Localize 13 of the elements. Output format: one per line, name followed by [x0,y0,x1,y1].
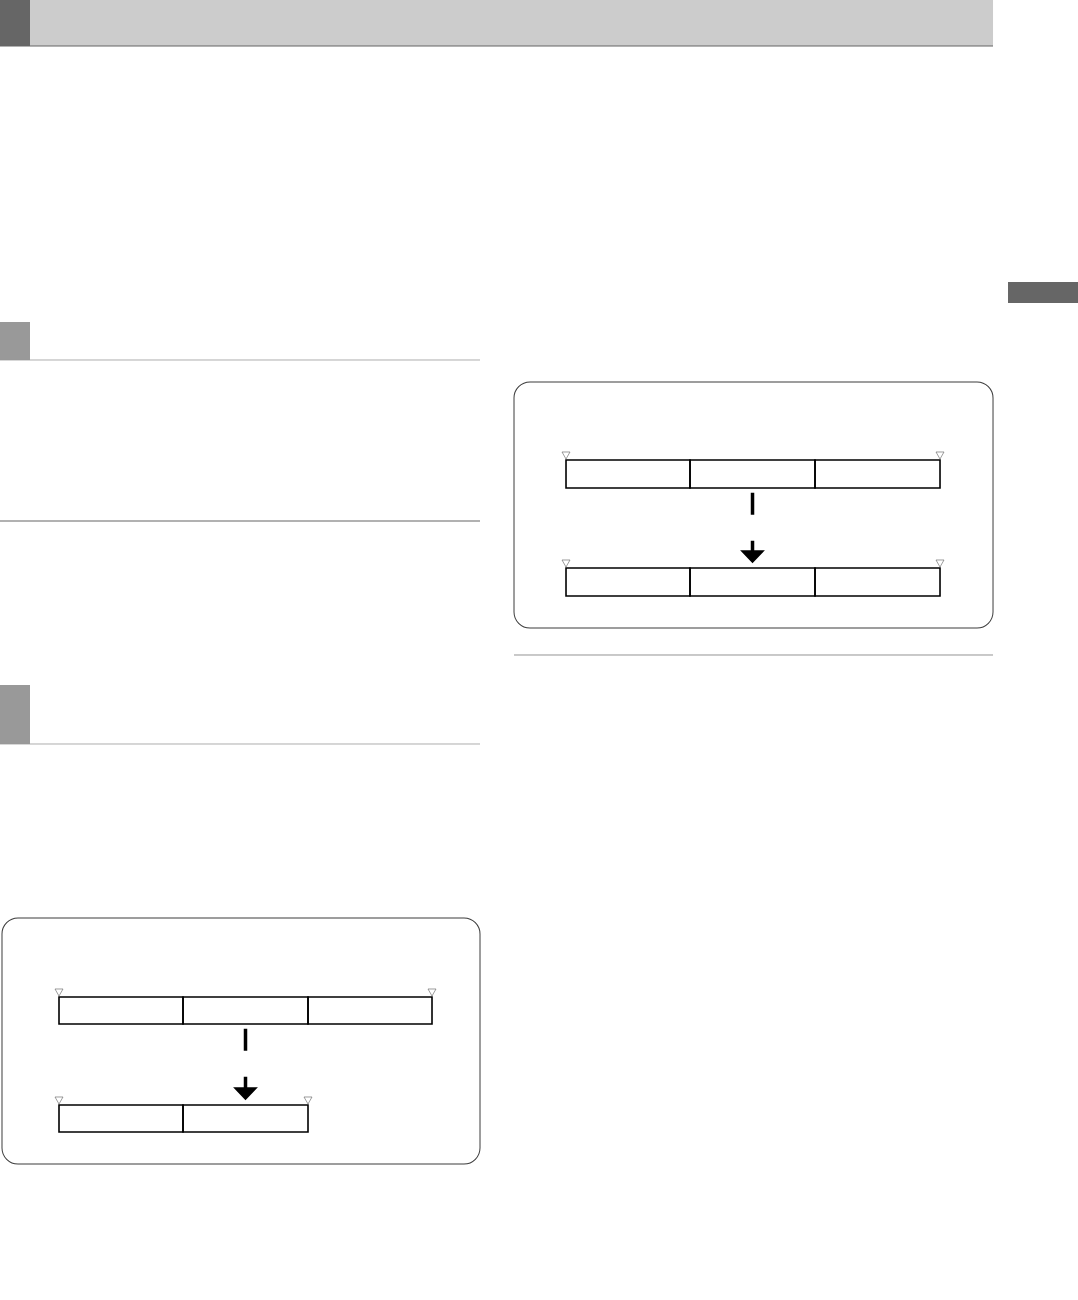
segment-box [689,567,816,597]
segment-box [565,567,691,597]
segment-box [182,1104,309,1133]
segment-box [814,567,941,597]
segment-box [182,996,309,1025]
panel [1,917,481,1165]
segment-box [814,459,941,489]
segment-box [58,996,184,1025]
segment-box [565,459,691,489]
panel [513,381,994,629]
segment-box [58,1104,184,1133]
segment-box [307,996,433,1025]
segment-box [689,459,816,489]
